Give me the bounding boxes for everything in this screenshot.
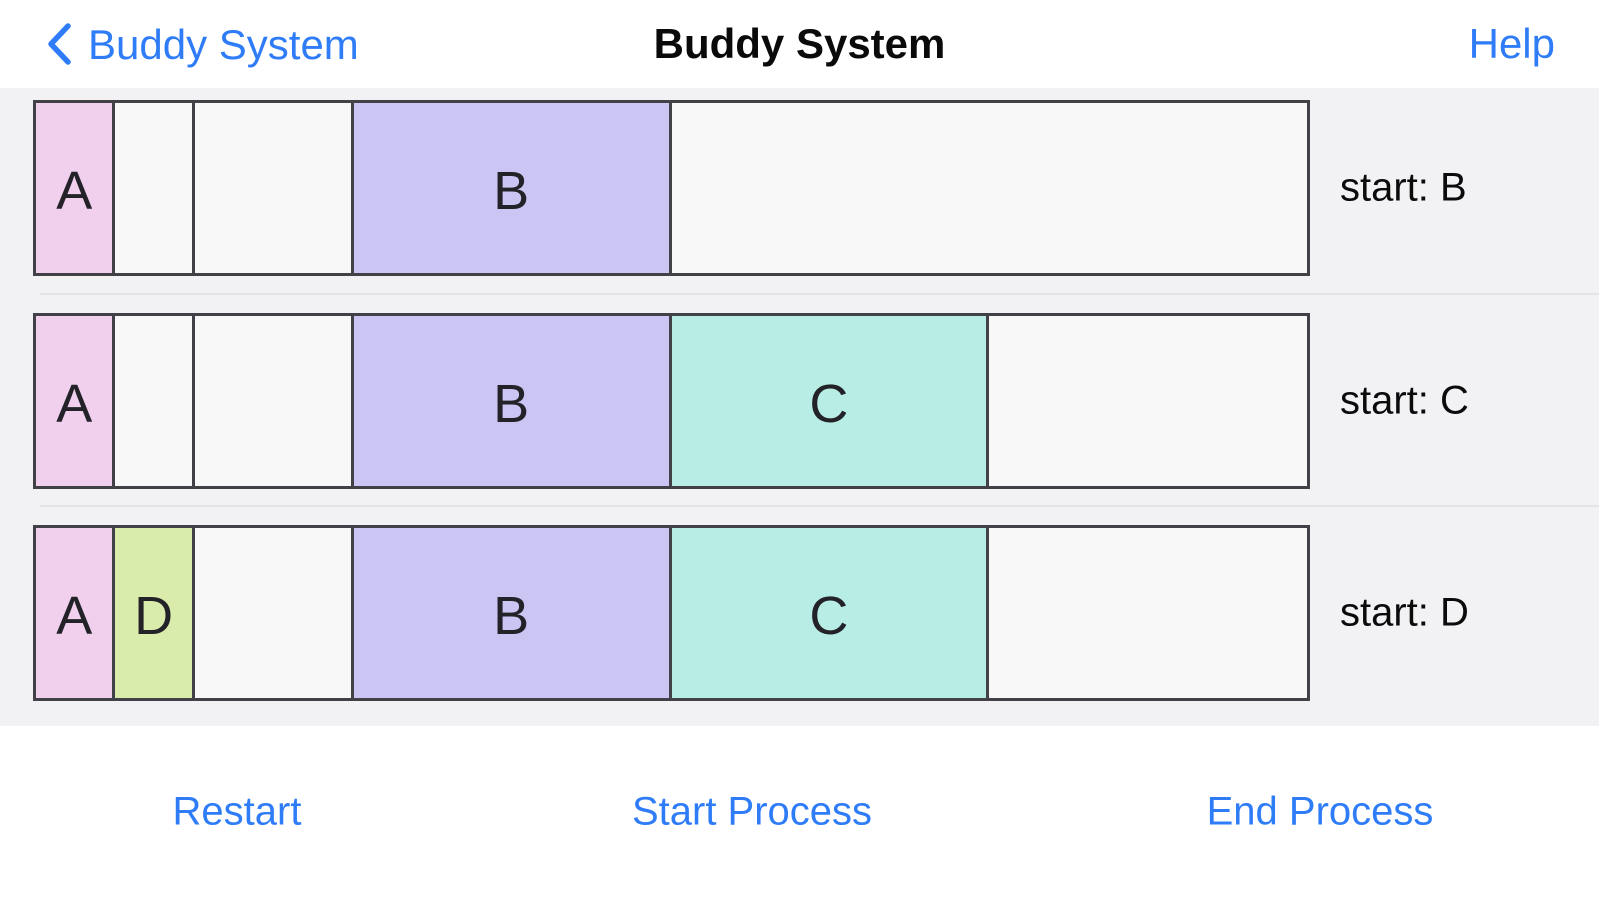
back-button[interactable]: Buddy System [46,0,359,88]
allocated-block-D: D [115,528,195,699]
block-letter: A [56,586,93,647]
free-block [194,315,354,486]
allocated-block-A: A [36,103,116,273]
block-letter: C [809,373,849,434]
start-process-button[interactable]: Start Process [631,789,873,834]
page-title: Buddy System [653,20,946,67]
block-letter: D [134,586,174,647]
memory-bar: A B C [33,312,1310,489]
block-letter: B [493,586,530,647]
free-block [194,528,354,699]
free-block [671,103,1307,273]
block-letter: B [493,161,530,221]
end-process-button[interactable]: End Process [1206,789,1434,834]
block-letter: C [809,586,849,647]
help-button[interactable]: Help [1468,20,1555,67]
allocated-block-A: A [36,315,116,486]
allocated-block-B: B [353,103,672,273]
block-letter: B [493,373,530,434]
row-step-label: start: B [1340,165,1467,210]
nav-bar: Buddy System Buddy System Help [0,0,1599,88]
block-letter: A [56,373,93,434]
chevron-left-icon [48,23,71,65]
allocated-block-B: B [353,528,672,699]
allocated-block-C: C [671,528,990,699]
chevron-stroke [48,23,71,65]
free-block [115,315,195,486]
row-step-label: start: D [1340,590,1469,635]
free-block [989,528,1307,699]
back-button-label: Buddy System [88,21,359,68]
row-step-label: start: C [1340,378,1469,423]
free-block [194,103,354,273]
block-letter: A [56,161,93,221]
allocated-block-A: A [36,528,116,699]
bottom-toolbar: Restart Start Process End Process [0,726,1599,900]
free-block [115,103,195,273]
free-block [989,315,1307,486]
restart-button[interactable]: Restart [172,789,302,834]
allocated-block-C: C [671,315,990,486]
allocated-block-B: B [353,315,672,486]
